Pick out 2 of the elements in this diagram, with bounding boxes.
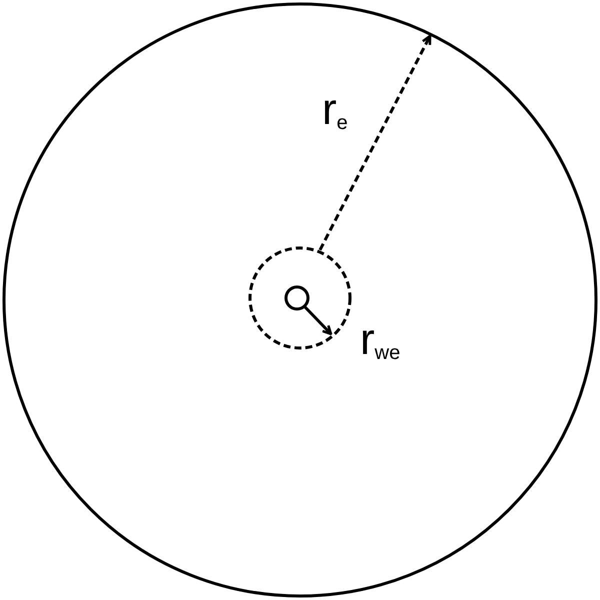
radius-label: r$_{we}$	[360, 318, 400, 362]
radius-label: r$_{e}$	[322, 88, 348, 132]
